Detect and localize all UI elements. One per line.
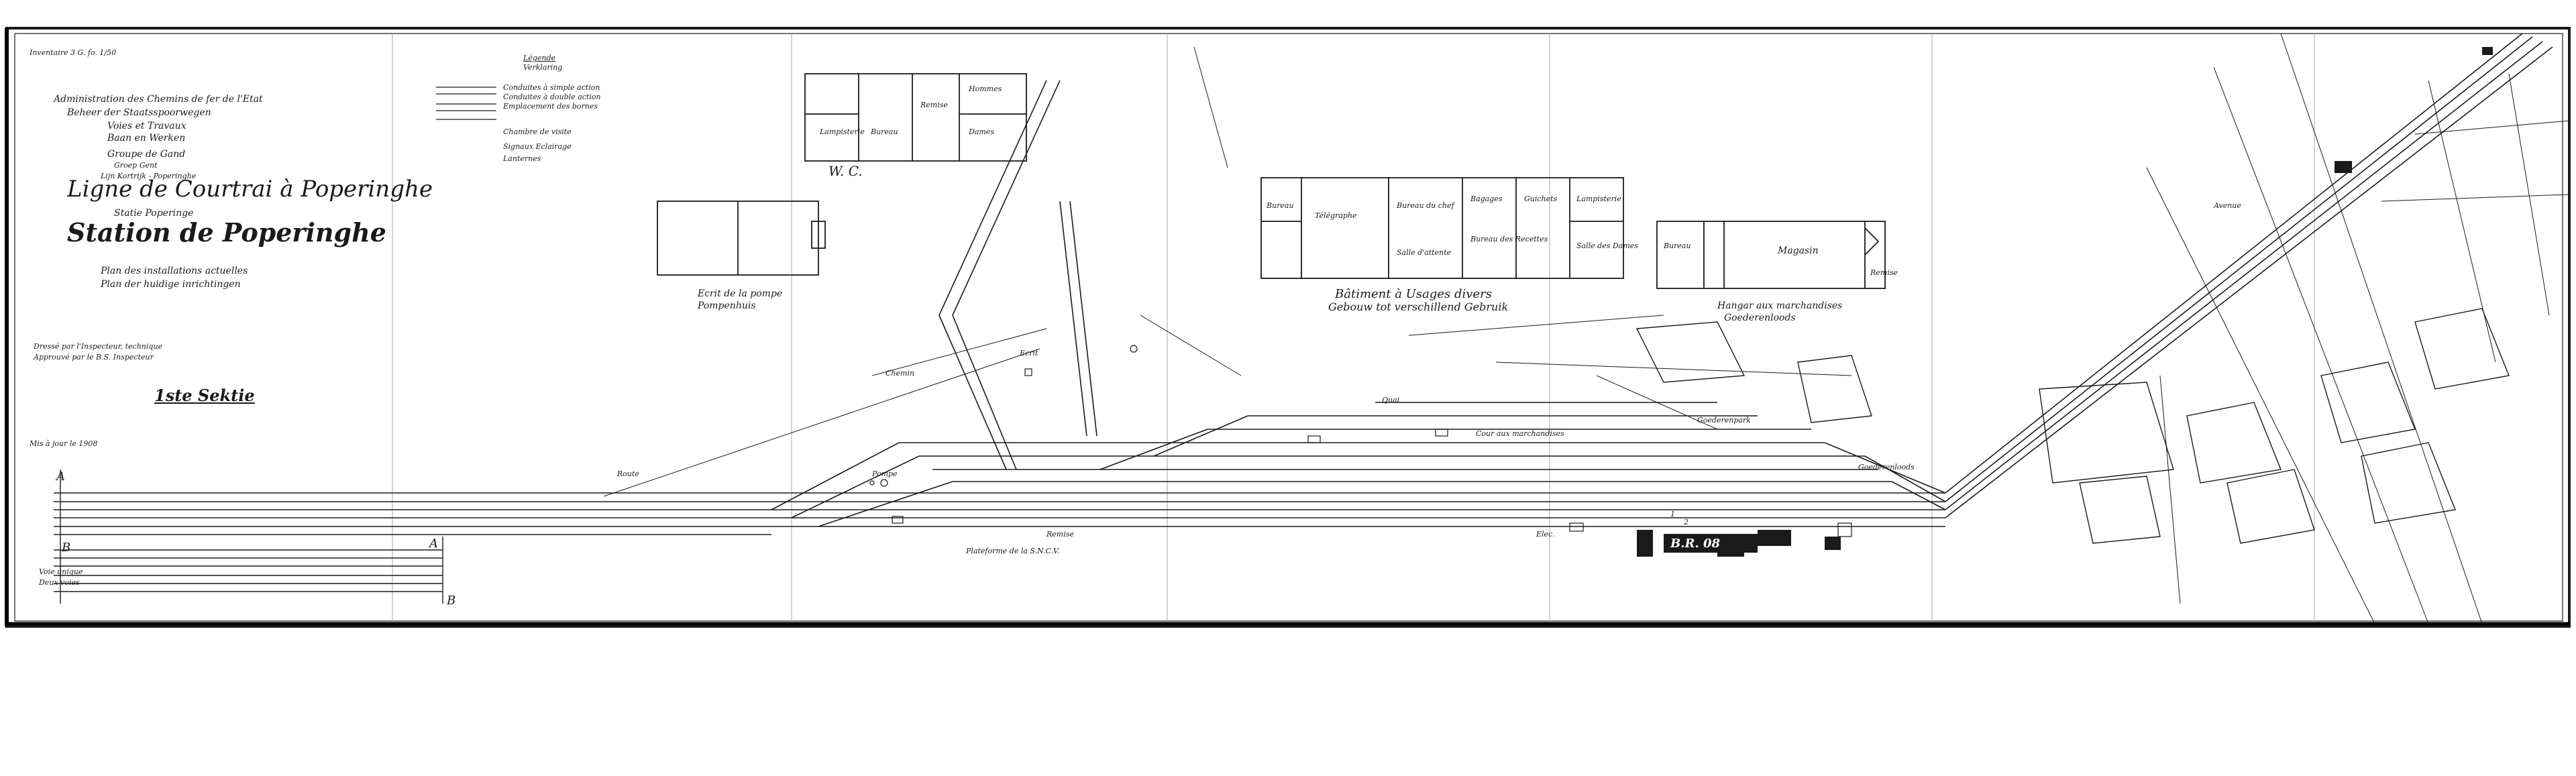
marker-a-right: A bbox=[429, 537, 438, 551]
wc-room-4: Hommes bbox=[969, 85, 1002, 93]
batiment-room-7: Guichets bbox=[1524, 195, 1558, 203]
right-buildings bbox=[1635, 308, 2510, 544]
hangar-plan bbox=[1656, 221, 1886, 289]
goederen-loods-label: Goederenloods bbox=[1858, 463, 1915, 472]
pump-house-plan bbox=[657, 201, 826, 276]
wc-room-1: Lampisterie bbox=[820, 127, 865, 136]
inventory-ref: Inventaire 3 G. fo. 1/50 bbox=[30, 48, 117, 57]
batiment-room-4: Salle d'attente bbox=[1397, 248, 1452, 257]
section-label: 1ste Sektie bbox=[154, 386, 255, 405]
service-nl: Baan en Werken bbox=[107, 133, 186, 144]
quai-label: Quai bbox=[1382, 396, 1400, 404]
fold-lines bbox=[392, 34, 2315, 621]
wc-room-3: Remise bbox=[920, 101, 948, 109]
legend-voie-unique: Voie unique bbox=[39, 567, 83, 576]
line-title: Ligne de Courtrai à Poperinghe bbox=[67, 176, 433, 203]
batiment-room-3: Bureau du chef bbox=[1397, 201, 1454, 210]
legend-item-3: Emplacement des bornes bbox=[503, 102, 598, 111]
remise-label: Remise bbox=[1046, 530, 1074, 539]
pompe-label: Pompe bbox=[872, 469, 898, 478]
goederen-label: Goederenpark bbox=[1697, 416, 1751, 425]
scale-note: Mis à jour le 1908 bbox=[30, 439, 98, 448]
main-tracks bbox=[54, 33, 2553, 592]
administration: Administration des Chemins de fer de l'E… bbox=[54, 94, 263, 105]
hangar-room-1: Bureau bbox=[1664, 241, 1691, 250]
plateforme-label: Plateforme de la S.N.C.V. bbox=[966, 547, 1060, 555]
hangar-room-2: Magasin bbox=[1778, 245, 1819, 256]
track-no-2: 2 bbox=[1684, 518, 1688, 526]
sheet-border bbox=[5, 27, 2571, 628]
service: Voies et Travaux bbox=[107, 121, 186, 131]
br-label: B.R. 08 bbox=[1670, 537, 1721, 551]
legend-item-5: Signaux Eclairage bbox=[503, 142, 572, 151]
wc-plan bbox=[804, 73, 1027, 162]
ab-markers bbox=[60, 469, 443, 604]
legend-item-4: Chambre de visite bbox=[503, 127, 572, 136]
administration-nl: Beheer der Staatsspoorwegen bbox=[67, 107, 211, 118]
legend-lines bbox=[436, 87, 496, 120]
pump-caption-nl: Pompenhuis bbox=[698, 300, 756, 311]
ecrit-label: Ecrit bbox=[1020, 349, 1038, 357]
legend-item-6: Lanternes bbox=[503, 154, 541, 163]
station-nl: Statie Poperinge bbox=[114, 208, 194, 219]
batiment-room-6: Bureau des Recettes bbox=[1470, 235, 1548, 243]
batiment-caption: Bâtiment à Usages divers bbox=[1335, 287, 1492, 301]
route-a: Route bbox=[617, 469, 639, 478]
hangar-caption: Hangar aux marchandises bbox=[1717, 300, 1843, 311]
roads bbox=[603, 33, 2570, 624]
batiment-room-1: Bureau bbox=[1267, 201, 1294, 210]
batiment-caption-nl: Gebouw tot verschillend Gebruik bbox=[1328, 300, 1509, 313]
sheet-inner-border bbox=[14, 33, 2563, 622]
batiment-room-8: Lampisterie bbox=[1576, 195, 1621, 203]
wc-room-5: Dames bbox=[969, 127, 994, 136]
station-title: Station de Poperinghe bbox=[67, 217, 386, 247]
plan-title-nl: Plan der huidige inrichtingen bbox=[101, 279, 241, 290]
route-b: Chemin bbox=[885, 369, 915, 378]
batiment-plan bbox=[1260, 177, 1624, 279]
br-box bbox=[1664, 534, 1758, 553]
line-nl: Lijn Kortrijk - Poperinghe bbox=[101, 172, 197, 180]
group-nl: Groep Gent bbox=[114, 161, 158, 170]
legend-item-1: Conduites à simple action bbox=[503, 83, 600, 92]
signal-symbols bbox=[869, 345, 1852, 537]
legend-title: Légende bbox=[523, 54, 556, 62]
elec-label: Elec. bbox=[1536, 530, 1555, 539]
approved-by: Approuvé par le B.S. Inspecteur bbox=[34, 353, 154, 362]
batiment-room-5: Bagages bbox=[1470, 195, 1503, 203]
drawn-by: Dressé par l'Inspecteur, technique bbox=[34, 342, 163, 351]
cour-label: Cour aux marchandises bbox=[1476, 429, 1564, 438]
hangar-caption-nl: Goederenloods bbox=[1724, 313, 1796, 323]
marker-b-left: B bbox=[62, 541, 71, 555]
track-no-1: 1 bbox=[1670, 510, 1675, 518]
plan-title: Plan des installations actuelles bbox=[101, 266, 248, 276]
batiment-room-9: Salle des Dames bbox=[1576, 241, 1638, 250]
marker-b-right: B bbox=[447, 594, 456, 608]
wc-label: W. C. bbox=[828, 163, 863, 179]
legend-deux-voies: Deux voies bbox=[39, 578, 80, 587]
marker-a-left: A bbox=[56, 469, 65, 484]
pump-caption: Ecrit de la pompe bbox=[698, 288, 783, 299]
legend-title-nl: Verklaring bbox=[523, 63, 563, 72]
group: Groupe de Gand bbox=[107, 149, 186, 160]
legend-item-2: Conduites à double action bbox=[503, 93, 601, 101]
wc-room-2: Bureau bbox=[871, 127, 898, 136]
hangar-room-3: Remise bbox=[1870, 268, 1898, 277]
route-c: Avenue bbox=[2214, 201, 2241, 210]
batiment-room-2: Télégraphe bbox=[1315, 211, 1357, 220]
